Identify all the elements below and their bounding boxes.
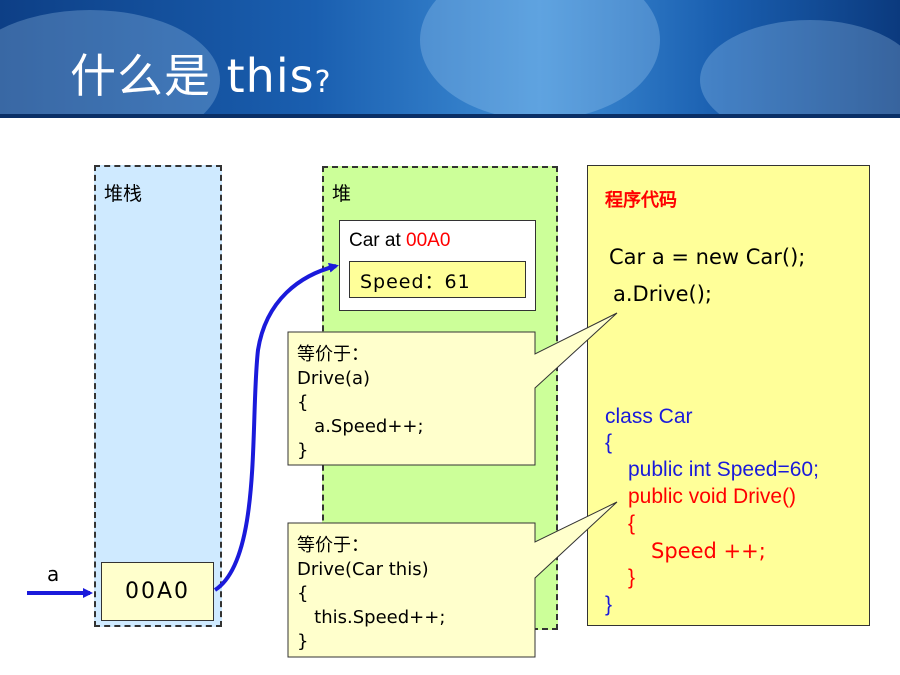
code-line-brace-close: } [605,593,613,616]
reference-arrow [213,262,339,592]
callout-text-1: 等价于： Drive(a) { a.Speed++;} [297,343,424,463]
header-banner [0,0,900,118]
callout-line: { [297,583,309,604]
callout-text-2: 等价于： Drive(Car this) { this.Speed++;} [297,534,445,654]
code-panel [587,165,870,626]
car-object-address: 00A0 [406,230,451,251]
code-line-class: class Car [605,405,693,428]
banner-decoration [700,20,900,118]
stack-address-box: 00A0 [101,562,214,621]
speed-field-box: Speed：61 [349,261,526,298]
stack-label: 堆栈 [104,183,143,205]
car-object-prefix: Car at [349,230,407,251]
stack-panel [94,165,222,627]
banner-divider [0,114,900,118]
callout-line: } [297,440,309,461]
callout-line: } [297,631,309,652]
code-label: 程序代码 [605,190,677,211]
car-object-title: Car at 00A0 [349,230,450,252]
code-line-method: public void Drive() [628,485,797,508]
banner-decoration [420,0,660,118]
title-question-mark: ? [314,65,332,100]
code-line-drive-call: a.Drive(); [613,282,712,306]
code-line-brace-open: { [605,431,613,454]
callout-line: this.Speed++; [297,607,446,628]
callout-line: 等价于： [297,535,369,556]
callout-line: 等价于： [297,344,369,365]
callout-line: Drive(Car this) [297,559,429,580]
callout-box-1 [287,312,618,466]
callout-line: Drive(a) [297,368,371,389]
code-line-method-brace-close: } [628,566,636,589]
page-title: 什么是 this? [70,40,332,106]
code-line-method-brace-open: { [628,512,636,535]
code-line-new-car: Car a = new Car(); [609,245,806,269]
callout-box-2 [287,501,618,658]
callout-line: a.Speed++; [297,416,424,437]
callout-line: { [297,392,309,413]
code-line-increment: Speed ++; [651,539,766,563]
code-line-field: public int Speed=60; [628,458,819,481]
variable-label: a [47,562,60,586]
title-text: 什么是 this [70,49,315,103]
heap-label: 堆 [332,183,352,205]
